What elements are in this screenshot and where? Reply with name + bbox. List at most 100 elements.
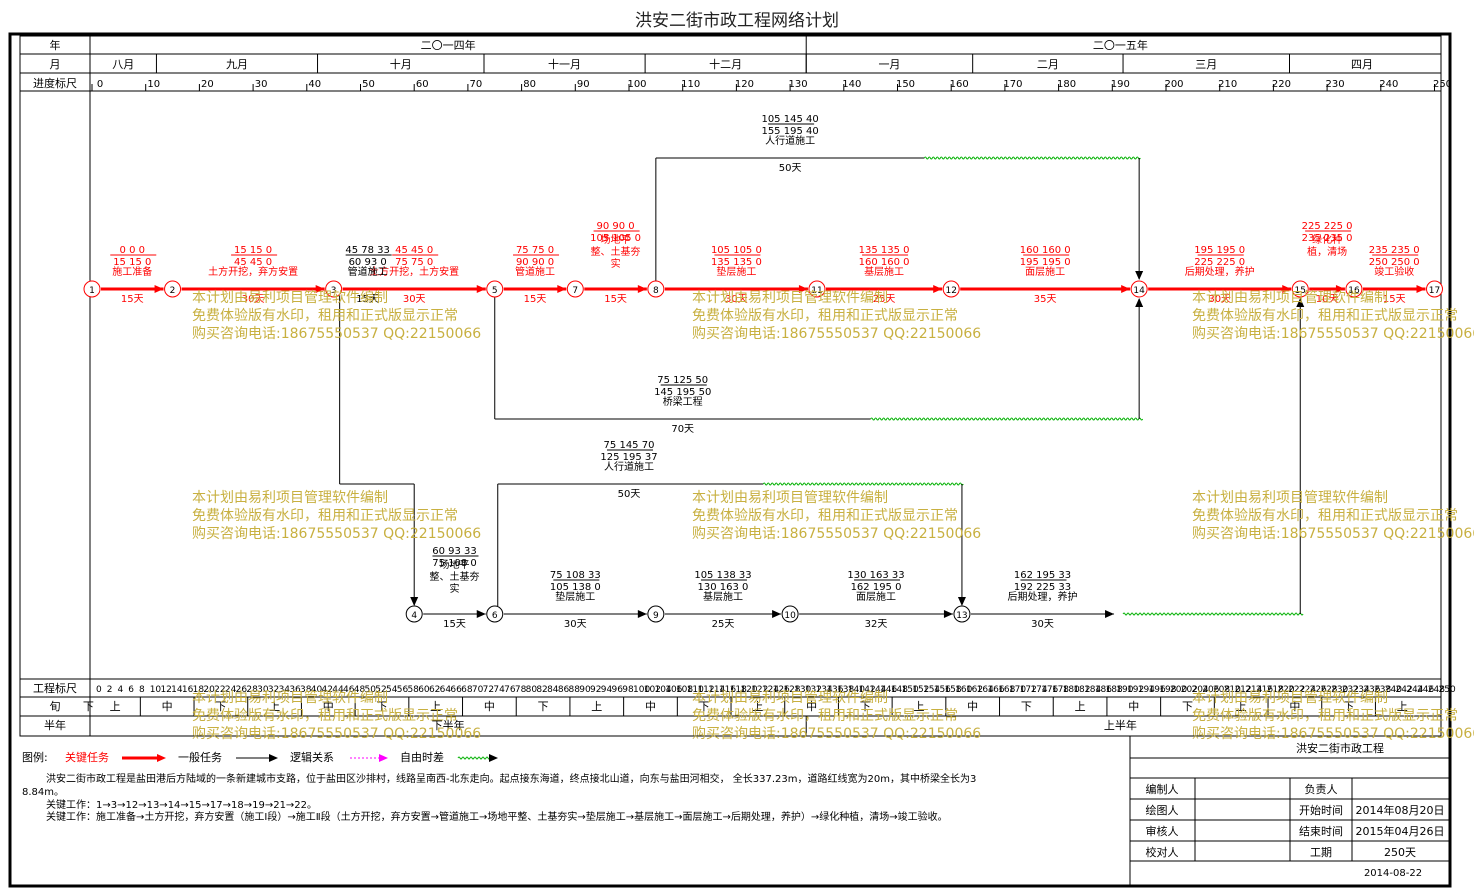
arrow-head [476, 285, 486, 293]
engineering-tick-label: 238 [1374, 685, 1391, 695]
activity-name: 场地平 [601, 233, 631, 246]
engineering-tick-label: 80 [526, 685, 538, 695]
xun-value: 上 [913, 700, 924, 713]
title-block-date: 2014-08-22 [1364, 868, 1422, 879]
engineering-tick-label: 104 [654, 685, 671, 695]
free-float-line [762, 482, 964, 486]
xun-value: 中 [1289, 700, 1300, 713]
outer-frame [8, 32, 1452, 888]
legend-normal-label: 一般任务 [178, 751, 222, 764]
activity-name: 桥梁工程 [663, 395, 703, 408]
activity-params-late: 105 105 0 [590, 233, 641, 244]
engineering-tick-label: 178 [1052, 685, 1069, 695]
activity-duration: 50天 [618, 489, 641, 500]
node-label: 5 [492, 286, 498, 296]
title-block-key: 结束时间 [1299, 825, 1343, 838]
half-year-label: 半年 [44, 718, 66, 732]
arrow-head [1282, 285, 1292, 293]
activity-duration: 35天 [1034, 294, 1057, 305]
progress-tick-label: 230 [1326, 79, 1345, 90]
arrow-head [410, 597, 419, 606]
node-circle [1426, 280, 1443, 298]
node-circle [486, 605, 504, 623]
engineering-tick-label: 182 [1073, 685, 1090, 695]
legend-float-arrow [489, 754, 498, 762]
legend-normal-arrow [269, 754, 278, 762]
activity-params-late: 195 195 0 [1020, 257, 1071, 268]
activity-name: 整、土基夯 [429, 570, 479, 583]
engineering-tick-label: 12 [160, 685, 171, 695]
engineering-tick-label: 192 [1127, 685, 1144, 695]
activity-params-early: 105 145 40 [761, 114, 818, 125]
engineering-tick-label: 86 [558, 685, 570, 695]
progress-tick-label: 80 [523, 79, 536, 90]
engineering-tick-label: 118 [730, 685, 747, 695]
engineering-tick-label: 208 [1213, 685, 1230, 695]
node-circle [1130, 280, 1148, 298]
activity-params-late: 250 250 0 [1369, 257, 1420, 268]
activity-params-late: 160 160 0 [859, 257, 910, 268]
engineering-tick-label: 248 [1428, 685, 1445, 695]
xun-value: 上 [110, 700, 121, 713]
engineering-tick-label: 106 [665, 685, 682, 695]
engineering-tick-label: 218 [1267, 685, 1284, 695]
engineering-tick-label: 50 [365, 685, 377, 695]
node-circle [647, 605, 665, 623]
engineering-tick-label: 94 [601, 685, 613, 695]
engineering-tick-label: 42 [322, 685, 333, 695]
watermark-line1: 本计划由易利项目管理软件编制 [692, 490, 888, 506]
activity-params-late: 135 135 0 [711, 257, 762, 268]
activity-name: 管道施工 [348, 265, 388, 278]
engineering-tick-label: 232 [1342, 685, 1359, 695]
title-block-key: 工期 [1310, 846, 1332, 859]
engineering-tick-label: 214 [1245, 685, 1262, 695]
xun-value: 下 [538, 700, 549, 713]
engineering-tick-label: 164 [977, 685, 994, 695]
watermark-line3: 购买咨询电话:18675550537 QQ:22150066 [692, 326, 981, 342]
engineering-tick-label: 82 [536, 685, 547, 695]
activity-name: 面层施工 [856, 590, 896, 603]
node-circle [566, 280, 584, 298]
chart-frame [19, 35, 1442, 737]
title-block-key: 开始时间 [1299, 803, 1343, 817]
watermark-line1: 本计划由易利项目管理软件编制 [692, 290, 888, 306]
engineering-tick-label: 242 [1396, 685, 1413, 695]
progress-tick-label: 210 [1218, 79, 1237, 90]
arrow-head [1135, 298, 1144, 307]
project-description: 洪安二街市政工程是盐田港后方陆域的一条新建城市支路，位于盐田区沙排村，线路呈南西… [46, 772, 976, 785]
activity-name: 后期处理，养护 [1185, 265, 1255, 278]
xun-value: 上 [1397, 700, 1408, 713]
engineering-tick-label: 166 [987, 685, 1004, 695]
free-float-line [870, 417, 1144, 421]
activity-params-late: 145 195 50 [654, 387, 711, 398]
watermark-line2: 免费体验版有水印，租用和正式版显示正常 [1192, 708, 1458, 724]
engineering-tick-label: 202 [1181, 685, 1198, 695]
activity-params-early: 75 75 0 [516, 245, 554, 256]
engineering-tick-label: 180 [1063, 685, 1080, 695]
activity-name: 垫层施工 [716, 265, 756, 278]
node-label: 9 [653, 611, 659, 621]
progress-tick-label: 100 [627, 79, 646, 90]
month-label: 八月 [112, 58, 134, 71]
half-year-value: 上半年 [1104, 718, 1137, 732]
activity-name: 施工准备 [112, 265, 152, 278]
legend-float-line [457, 756, 491, 760]
activity-duration: 50天 [779, 163, 802, 174]
activity-name: 垫层施工 [555, 590, 595, 603]
activity-params-early: 75 125 50 [657, 375, 708, 386]
engineering-tick-label: 160 [955, 685, 972, 695]
activity-name: 土方开挖，弃方安置 [208, 265, 298, 278]
xun-value: 上 [752, 700, 763, 713]
progress-tick-label: 160 [950, 79, 969, 90]
arrow-head [1121, 285, 1131, 293]
node-label: 2 [170, 286, 176, 296]
month-label: 十一月 [548, 57, 581, 71]
arrow-head [1296, 298, 1305, 307]
progress-tick-label: 170 [1003, 79, 1022, 90]
engineering-tick-label: 172 [1020, 685, 1037, 695]
engineering-tick-label: 28 [246, 685, 258, 695]
progress-tick-label: 120 [735, 79, 754, 90]
legend-logic-label: 逻辑关系 [290, 750, 334, 764]
engineering-tick-label: 16 [182, 685, 194, 695]
xun-value: 中 [645, 700, 656, 713]
